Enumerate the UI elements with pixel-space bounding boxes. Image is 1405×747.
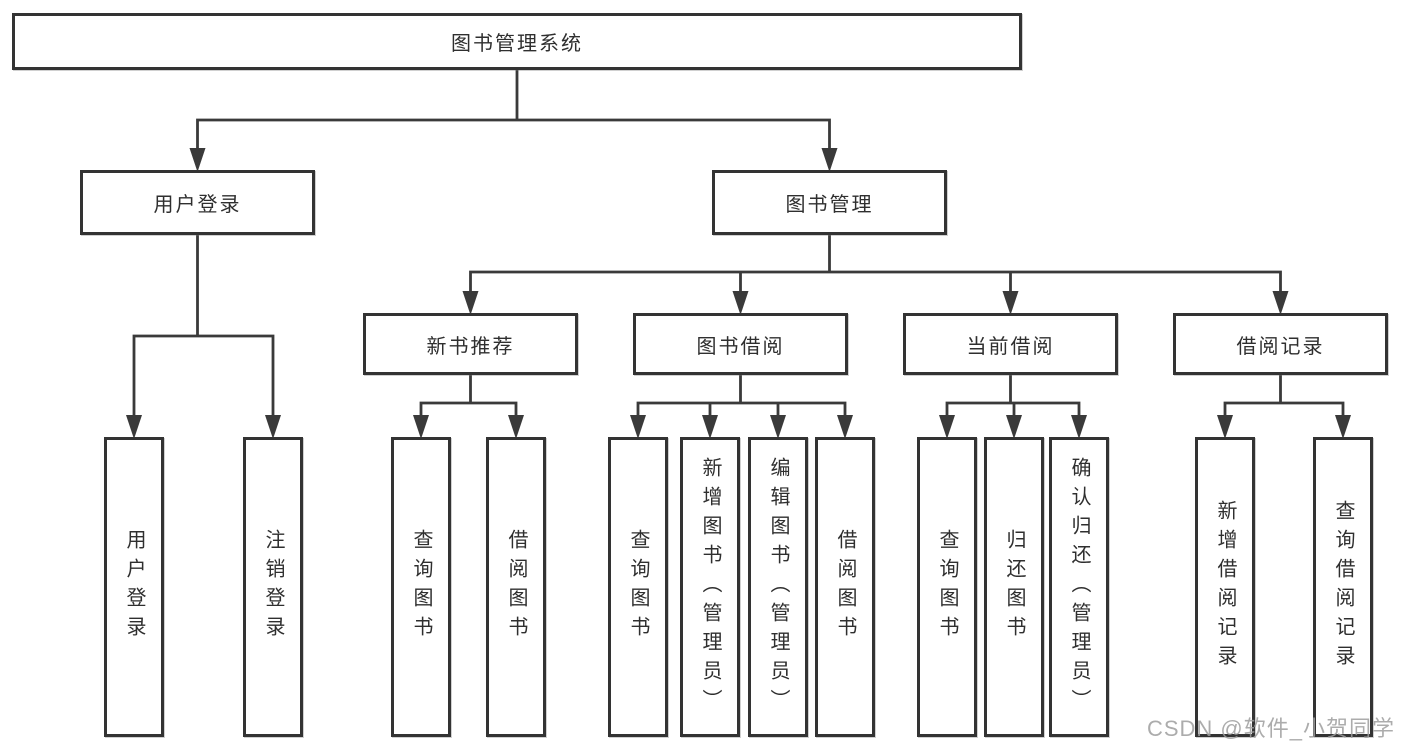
- node-current-search-books: 查询图书: [917, 437, 977, 737]
- arrowhead-to-book-borrowing: [732, 291, 749, 315]
- node-borrow-search-books: 查询图书: [608, 437, 668, 737]
- node-user-login-module: 用户登录: [80, 170, 315, 235]
- edge-from-new-book-recommend: [419, 373, 518, 420]
- arrowhead-to-records-add-record: [1217, 415, 1233, 439]
- arrowhead-to-current-borrowing: [1002, 291, 1019, 315]
- arrowhead-to-borrow-search-books: [630, 415, 646, 439]
- node-book-management: 图书管理: [712, 170, 947, 235]
- edge-from-borrowing-records: [1223, 373, 1345, 420]
- arrowhead-to-login-user-login: [126, 415, 142, 439]
- node-records-search-record: 查询借阅记录: [1313, 437, 1373, 737]
- node-current-return-books: 归还图书: [984, 437, 1044, 737]
- node-rec-borrow-books: 借阅图书: [486, 437, 546, 737]
- node-root: 图书管理系统: [12, 13, 1022, 70]
- edge-from-root: [196, 68, 831, 153]
- edge-from-user-login-module: [132, 233, 275, 420]
- arrowhead-to-current-search-books: [939, 415, 955, 439]
- node-login-user-login: 用户登录: [104, 437, 164, 737]
- watermark: CSDN @软件_小贺同学: [1146, 716, 1395, 741]
- arrowhead-to-user-login-module: [189, 148, 206, 172]
- arrowhead-to-borrow-add-books-admin: [702, 415, 718, 439]
- node-current-borrowing: 当前借阅: [903, 313, 1118, 375]
- arrowhead-to-book-management: [821, 148, 838, 172]
- edge-from-current-borrowing: [945, 373, 1081, 420]
- arrowhead-to-borrow-edit-books-admin: [770, 415, 786, 439]
- node-borrowing-records: 借阅记录: [1173, 313, 1388, 375]
- arrowhead-to-rec-search-books: [413, 415, 429, 439]
- node-rec-search-books: 查询图书: [391, 437, 451, 737]
- node-borrow-edit-books-admin: 编辑图书（管理员）: [748, 437, 808, 737]
- edge-from-book-management: [469, 233, 1282, 296]
- arrowhead-to-borrow-borrow-books: [837, 415, 853, 439]
- arrowhead-to-records-search-record: [1335, 415, 1351, 439]
- arrowhead-to-new-book-recommend: [462, 291, 479, 315]
- node-borrow-add-books-admin: 新增图书（管理员）: [680, 437, 740, 737]
- edge-from-book-borrowing: [636, 373, 847, 420]
- arrowhead-to-current-return-books: [1006, 415, 1022, 439]
- node-new-book-recommend: 新书推荐: [363, 313, 578, 375]
- node-borrow-borrow-books: 借阅图书: [815, 437, 875, 737]
- arrowhead-to-rec-borrow-books: [508, 415, 524, 439]
- arrowhead-to-login-logout: [265, 415, 281, 439]
- arrowhead-to-current-confirm-return-admin: [1071, 415, 1087, 439]
- node-book-borrowing: 图书借阅: [633, 313, 848, 375]
- node-current-confirm-return-admin: 确认归还（管理员）: [1049, 437, 1109, 737]
- arrowhead-to-borrowing-records: [1272, 291, 1289, 315]
- node-login-logout: 注销登录: [243, 437, 303, 737]
- node-records-add-record: 新增借阅记录: [1195, 437, 1255, 737]
